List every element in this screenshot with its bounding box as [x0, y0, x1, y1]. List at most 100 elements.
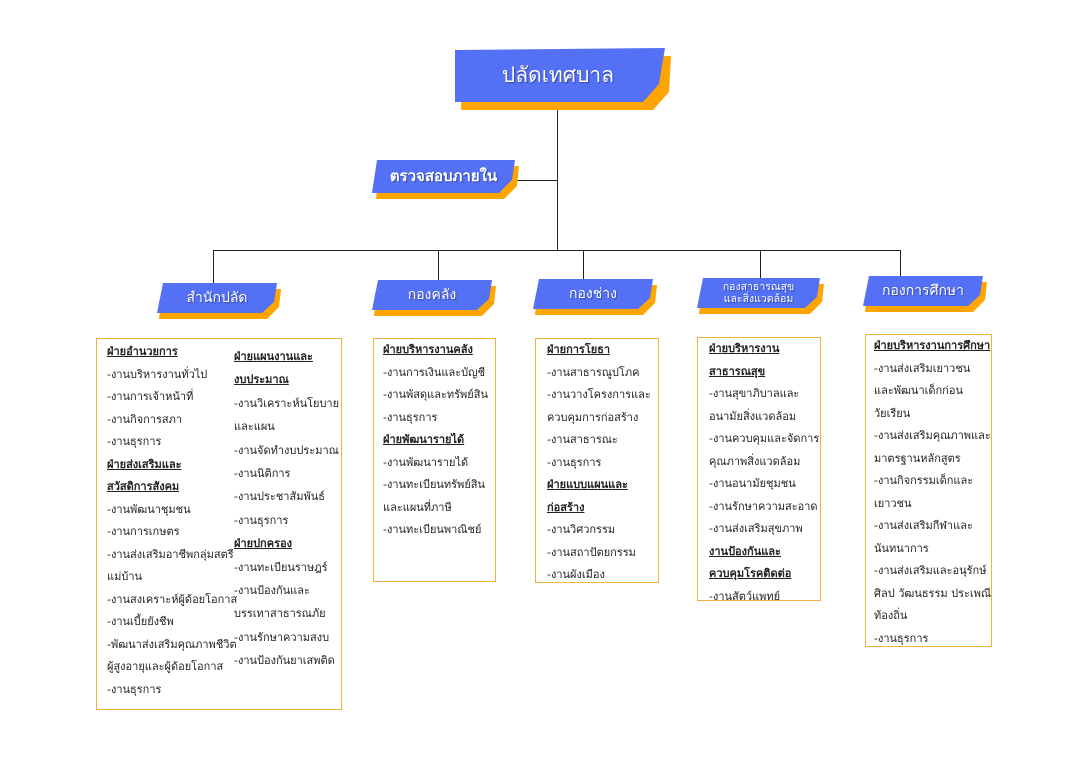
engineering-duties-box: ฝ่ายการโยธา -งานสาธารณูปโภค -งานวางโครงการ…: [535, 338, 659, 583]
duty-item: -งานทะเบียนทรัพย์สิน: [383, 478, 485, 491]
node-title: ตรวจสอบภายใน: [389, 166, 498, 185]
section-heading: สาธารณสุข: [709, 364, 766, 378]
section-heading: ฝ่ายบริหารงานคลัง: [383, 343, 473, 356]
duty-item: -งานสาธารณูปโภค: [547, 365, 640, 379]
office-duties-box: ฝ่ายอำนวยการ -งานบริหารงานทั่วไป -งานการเจ…: [96, 338, 342, 710]
duty-item: -งานส่งเสริมและอนุรักษ์: [874, 564, 987, 577]
duty-item: -งานบริหารงานทั่วไป: [107, 367, 208, 381]
duty-item: -พัฒนาส่งเสริมคุณภาพชีวิต: [107, 637, 237, 651]
duty-item: -งานธุรการ: [234, 513, 289, 527]
connector-top-vertical: [557, 100, 558, 250]
section-heading: งบประมาณ: [234, 373, 289, 387]
duty-item: -งานสงเคราะห์ผู้ด้อยโอกาส: [107, 592, 238, 606]
duty-item: -งานธุรการ: [874, 631, 929, 645]
finance-duties-box: ฝ่ายบริหารงานคลัง -งานการเงินและบัญชี -งาน…: [373, 338, 496, 582]
section-heading: งานป้องกันและ: [709, 544, 781, 558]
public-health-duties-box: ฝ่ายบริหารงานสาธารณสุข -งานสุขาภิบาลและอน…: [697, 337, 821, 603]
duty-item: มาตรฐานหลักสูตร: [874, 451, 961, 465]
education-duties-column: ฝ่ายบริหารงานการศึกษา-งานส่งเสริมเยาวชนแ…: [874, 335, 991, 650]
internal-audit-node: ตรวจสอบภายใน: [372, 160, 520, 200]
duty-item: -งานส่งเสริมคุณภาพและ: [874, 429, 991, 442]
section-heading: ฝ่ายแบบแผนและ: [547, 478, 628, 491]
finance-duties-column: ฝ่ายบริหารงานคลัง -งานการเงินและบัญชี -งาน…: [383, 339, 488, 542]
section-heading: ฝ่ายบริหารงาน: [709, 342, 780, 355]
duty-item: นันทนาการ: [874, 541, 929, 555]
duty-item: -งานวิเคราะห์นโยบาย: [234, 396, 340, 410]
connector-audit: [515, 180, 557, 181]
duty-item: -งานการเกษตร: [107, 525, 180, 538]
duty-item: ศิลป วัฒนธรรม ประเพณี: [874, 586, 992, 600]
duty-item: -งานส่งเสริมกีฬาและ: [874, 519, 973, 532]
section-heading: สวัสดิการสังคม: [107, 480, 180, 493]
duty-item: -งานพัสดุและทรัพย์สิน: [383, 388, 488, 401]
duty-item: -งานวางโครงการและ: [547, 388, 651, 401]
section-heading: ฝ่ายพัฒนารายได้: [383, 433, 465, 446]
engineering-duties-column: ฝ่ายการโยธา -งานสาธารณูปโภค -งานวางโครงการ…: [547, 339, 651, 587]
section-heading: ก่อสร้าง: [547, 500, 585, 514]
duty-item: -งานกิจกรรมเด็กและ: [874, 474, 974, 487]
duty-item: -งานทะเบียนพาณิชย์: [383, 523, 482, 536]
section-heading: ฝ่ายปกครอง: [234, 537, 292, 551]
duty-item: -งานธุรการ: [107, 435, 162, 448]
section-heading: ควบคุมโรคติดต่อ: [709, 567, 792, 580]
duty-item: -งานอนามัยชุมชน: [709, 477, 796, 490]
node-title: กองคลัง: [407, 286, 457, 303]
duty-item: -งานธุรการ: [383, 410, 438, 424]
node-title: กองการศึกษา: [881, 282, 965, 299]
duty-item: -งานกิจการสภา: [107, 412, 183, 426]
dept-node-finance: กองคลัง: [372, 280, 496, 317]
duty-item: วัยเรียน: [874, 406, 911, 420]
dept-node-public-health: กองสาธารณสุข และสิ่งแวดล้อม: [697, 278, 824, 315]
duty-item: -งานนิติการ: [234, 467, 291, 481]
duty-item: คุณภาพสิ่งแวดล้อม: [709, 454, 801, 468]
duty-item: -งานสัตว์แพทย์: [709, 589, 781, 603]
connector-dept-3: [583, 250, 584, 282]
duty-item: -งานส่งเสริมเยาวชน: [874, 361, 971, 375]
section-heading: ฝ่ายบริหารงานการศึกษา: [874, 339, 991, 352]
duty-item: -งานสุขาภิบาลและ: [709, 387, 800, 400]
duty-item: อนามัยสิ่งแวดล้อม: [709, 409, 797, 423]
duty-item: ท้องถิ่น: [874, 609, 908, 622]
connector-dept-4: [760, 250, 761, 280]
duty-item: -งานธุรการ: [547, 455, 602, 469]
duty-item: -งานส่งเสริมอาชีพกลุ่มสตรี: [107, 547, 234, 561]
duty-item: และแผน: [234, 420, 275, 434]
connector-dept-2: [438, 250, 439, 283]
dept-node-engineering: กองช่าง: [533, 279, 657, 316]
public-health-duties-column: ฝ่ายบริหารงานสาธารณสุข -งานสุขาภิบาลและอน…: [709, 338, 819, 608]
duty-item: -งานจัดทำงบประมาณ: [234, 443, 339, 457]
section-heading: ฝ่ายแผนงานและ: [234, 350, 313, 363]
duty-item: -งานควบคุมและจัดการ: [709, 432, 820, 445]
node-title: ปลัดเทศบาล: [501, 62, 615, 87]
duty-item: -งานการเจ้าหน้าที่: [107, 390, 194, 403]
duty-item: และแผนที่ภาษี: [383, 500, 452, 514]
duty-item: -งานพัฒนาชุมชน: [107, 502, 191, 516]
duty-item: บรรเทาสาธารณภัย: [234, 607, 326, 621]
education-duties-box: ฝ่ายบริหารงานการศึกษา-งานส่งเสริมเยาวชนแ…: [865, 334, 992, 647]
duty-item: -งานสาธารณะ: [547, 433, 618, 446]
office-duties-column-2: ฝ่ายแผนงานและงบประมาณ -งานวิเคราะห์นโยบาย…: [234, 345, 339, 673]
duty-item: -งานสถาปัตยกรรม: [547, 545, 636, 559]
connector-horizontal-bus: [213, 250, 901, 251]
duty-item: -งานธุรการ: [107, 682, 162, 696]
duty-item: -งานผังเมือง: [547, 568, 605, 581]
duty-item: -งานรักษาความสะอาด: [709, 499, 818, 513]
duty-item: -งานการเงินและบัญชี: [383, 365, 485, 379]
duty-item: เยาวชน: [874, 496, 912, 510]
duty-item: -งานรักษาความสงบ: [234, 630, 330, 644]
duty-item: -งานทะเบียนราษฎร์: [234, 560, 328, 574]
mayor-deputy-node: ปลัดเทศบาล: [455, 48, 673, 110]
office-duties-column-1: ฝ่ายอำนวยการ -งานบริหารงานทั่วไป -งานการเจ…: [107, 341, 237, 701]
duty-item: -งานพัฒนารายได้: [383, 455, 469, 469]
duty-item: ผู้สูงอายุและผู้ด้อยโอกาส: [107, 660, 224, 673]
section-heading: ฝ่ายส่งเสริมและ: [107, 457, 182, 471]
node-title: สำนักปลัด: [186, 289, 248, 306]
node-title: กองช่าง: [569, 285, 617, 302]
duty-item: ควบคุมการก่อสร้าง: [547, 410, 639, 424]
connector-dept-1: [213, 250, 214, 285]
section-heading: ฝ่ายการโยธา: [547, 343, 611, 356]
duty-item: -งานประชาสัมพันธ์: [234, 490, 325, 504]
duty-item: -งานป้องกันยาเสพติด: [234, 654, 335, 668]
section-heading: ฝ่ายอำนวยการ: [107, 345, 178, 358]
duty-item: -งานวิศวกรรม: [547, 523, 616, 536]
